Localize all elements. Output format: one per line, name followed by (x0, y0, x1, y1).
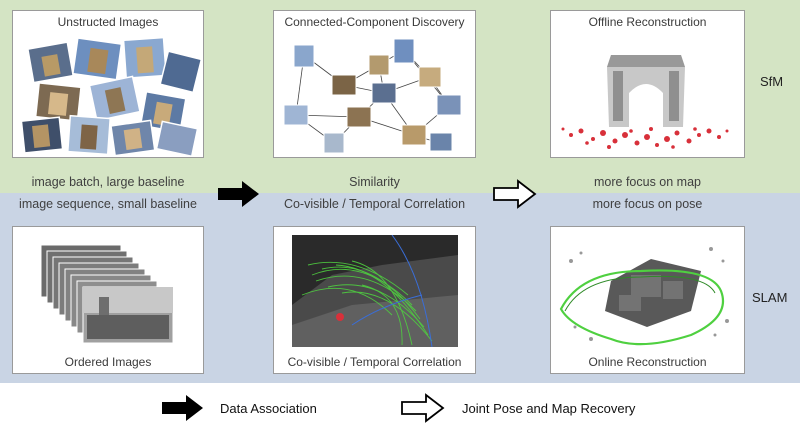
legend-data-association-label: Data Association (220, 401, 317, 416)
slam-association-caption: Co-visible / Temporal Correlation (283, 197, 466, 211)
panel-title: Ordered Images (64, 355, 152, 369)
connected-component-panel: Connected-Component Discovery (273, 10, 476, 158)
unstructured-images-panel: Unstructed Images (12, 10, 204, 158)
panel-title: Co-visible / Temporal Correlation (287, 355, 462, 369)
offline-reconstruction-panel: Offline Reconstruction (550, 10, 745, 158)
legend-outline-arrow-icon (401, 393, 445, 423)
sfm-row-label: SfM (760, 74, 784, 89)
feature-tracks-illustration (292, 235, 458, 347)
ordered-images-panel: Ordered Images (12, 226, 204, 374)
image-sequence-stack-illustration (40, 244, 174, 344)
sfm-association-caption: Similarity (349, 175, 400, 189)
legend-filled-arrow-icon (162, 395, 203, 421)
sfm-recovery-caption: more focus on map (594, 175, 701, 189)
panel-title: Offline Reconstruction (588, 15, 707, 29)
image-graph-illustration (283, 38, 462, 154)
panel-title: Unstructed Images (57, 15, 159, 29)
sfm-input-caption: image batch, large baseline (31, 175, 185, 189)
covisible-correlation-panel: Co-visible / Temporal Correlation (273, 226, 476, 374)
slam-map-trajectory-illustration (559, 247, 729, 346)
online-reconstruction-panel: Online Reconstruction (550, 226, 745, 374)
slam-recovery-caption: more focus on pose (592, 197, 703, 211)
panel-title: Connected-Component Discovery (284, 15, 465, 29)
data-association-arrow-icon (218, 181, 259, 207)
joint-recovery-arrow-icon (493, 179, 537, 209)
slam-input-caption: image sequence, small baseline (19, 197, 197, 211)
legend-joint-recovery-label: Joint Pose and Map Recovery (462, 401, 636, 416)
slam-row-label: SLAM (752, 290, 788, 305)
panel-title: Online Reconstruction (588, 355, 707, 369)
arch-point-cloud-illustration (561, 55, 729, 149)
scattered-photos-illustration (20, 36, 203, 157)
